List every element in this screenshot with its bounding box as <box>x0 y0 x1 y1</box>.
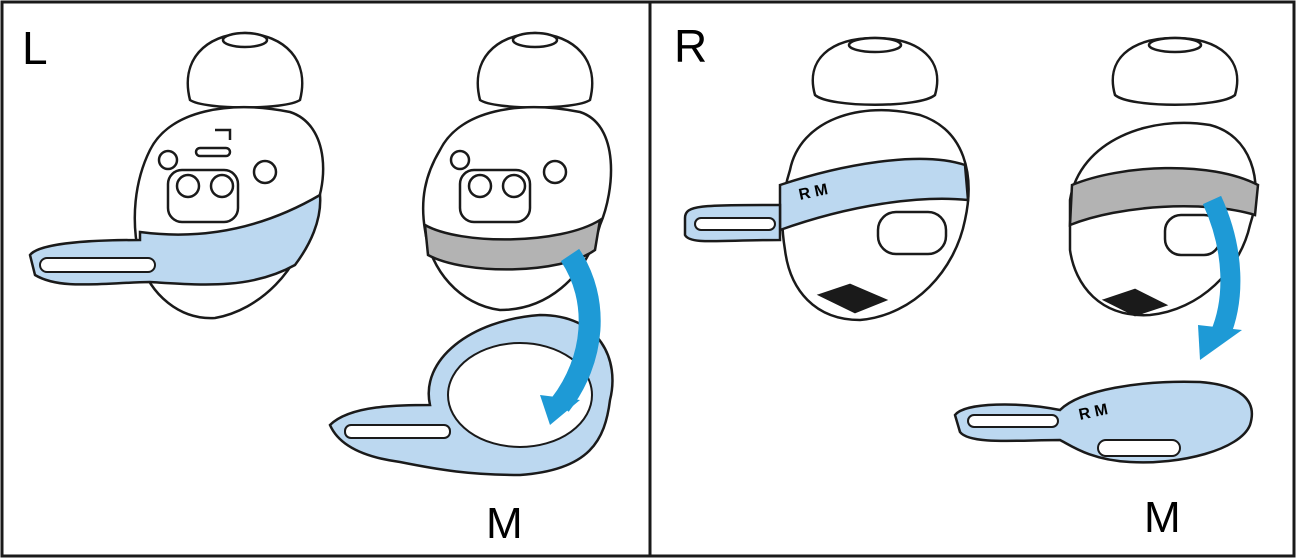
ear-tip-opening <box>221 31 269 49</box>
sensor-dot <box>542 159 568 185</box>
removal-arrow-head <box>540 395 580 425</box>
ear-wing-attached-right <box>778 157 970 232</box>
removal-arrow <box>1202 195 1241 339</box>
removal-arrow <box>551 248 601 412</box>
earbud-right-sleeve <box>1068 36 1260 317</box>
wing-slot <box>1097 439 1181 457</box>
sensor-dot <box>252 159 278 185</box>
sensor-dot <box>449 149 471 171</box>
wing-loop-opening <box>447 342 593 448</box>
contacts <box>194 146 232 158</box>
size-label-right: M <box>1144 493 1181 542</box>
side-label-right: R <box>674 20 707 72</box>
side-label-left: L <box>22 22 48 74</box>
contact-marking <box>816 283 889 314</box>
sleeve-band <box>1068 166 1260 227</box>
ear-tip <box>811 36 939 106</box>
sensor-hole <box>501 173 527 199</box>
sensor-hole <box>467 173 493 199</box>
mesh-grille <box>876 210 948 256</box>
wing-marking-attached: R M <box>797 181 829 204</box>
wing-slot <box>344 424 451 439</box>
ear-tip <box>1111 36 1239 106</box>
wing-slot <box>39 257 156 273</box>
l-marking <box>215 128 232 140</box>
ear-tip-opening <box>1147 36 1203 54</box>
wing-marking-detached: R M <box>1077 401 1109 424</box>
wing-slot <box>694 217 776 231</box>
size-label-left: M <box>486 499 523 548</box>
ear-tip-opening <box>511 31 559 49</box>
right-panel: R M R M R M <box>674 20 1260 542</box>
removal-arrow-head <box>1198 325 1242 360</box>
sensor-dot <box>157 149 179 171</box>
ear-tip-opening <box>847 36 903 54</box>
left-panel: L M <box>22 22 614 548</box>
sensor-hole <box>209 173 235 199</box>
sensor-hole <box>175 173 201 199</box>
contact-marking <box>1101 288 1169 317</box>
wing-slot <box>967 414 1059 428</box>
sleeve-band <box>423 217 602 271</box>
